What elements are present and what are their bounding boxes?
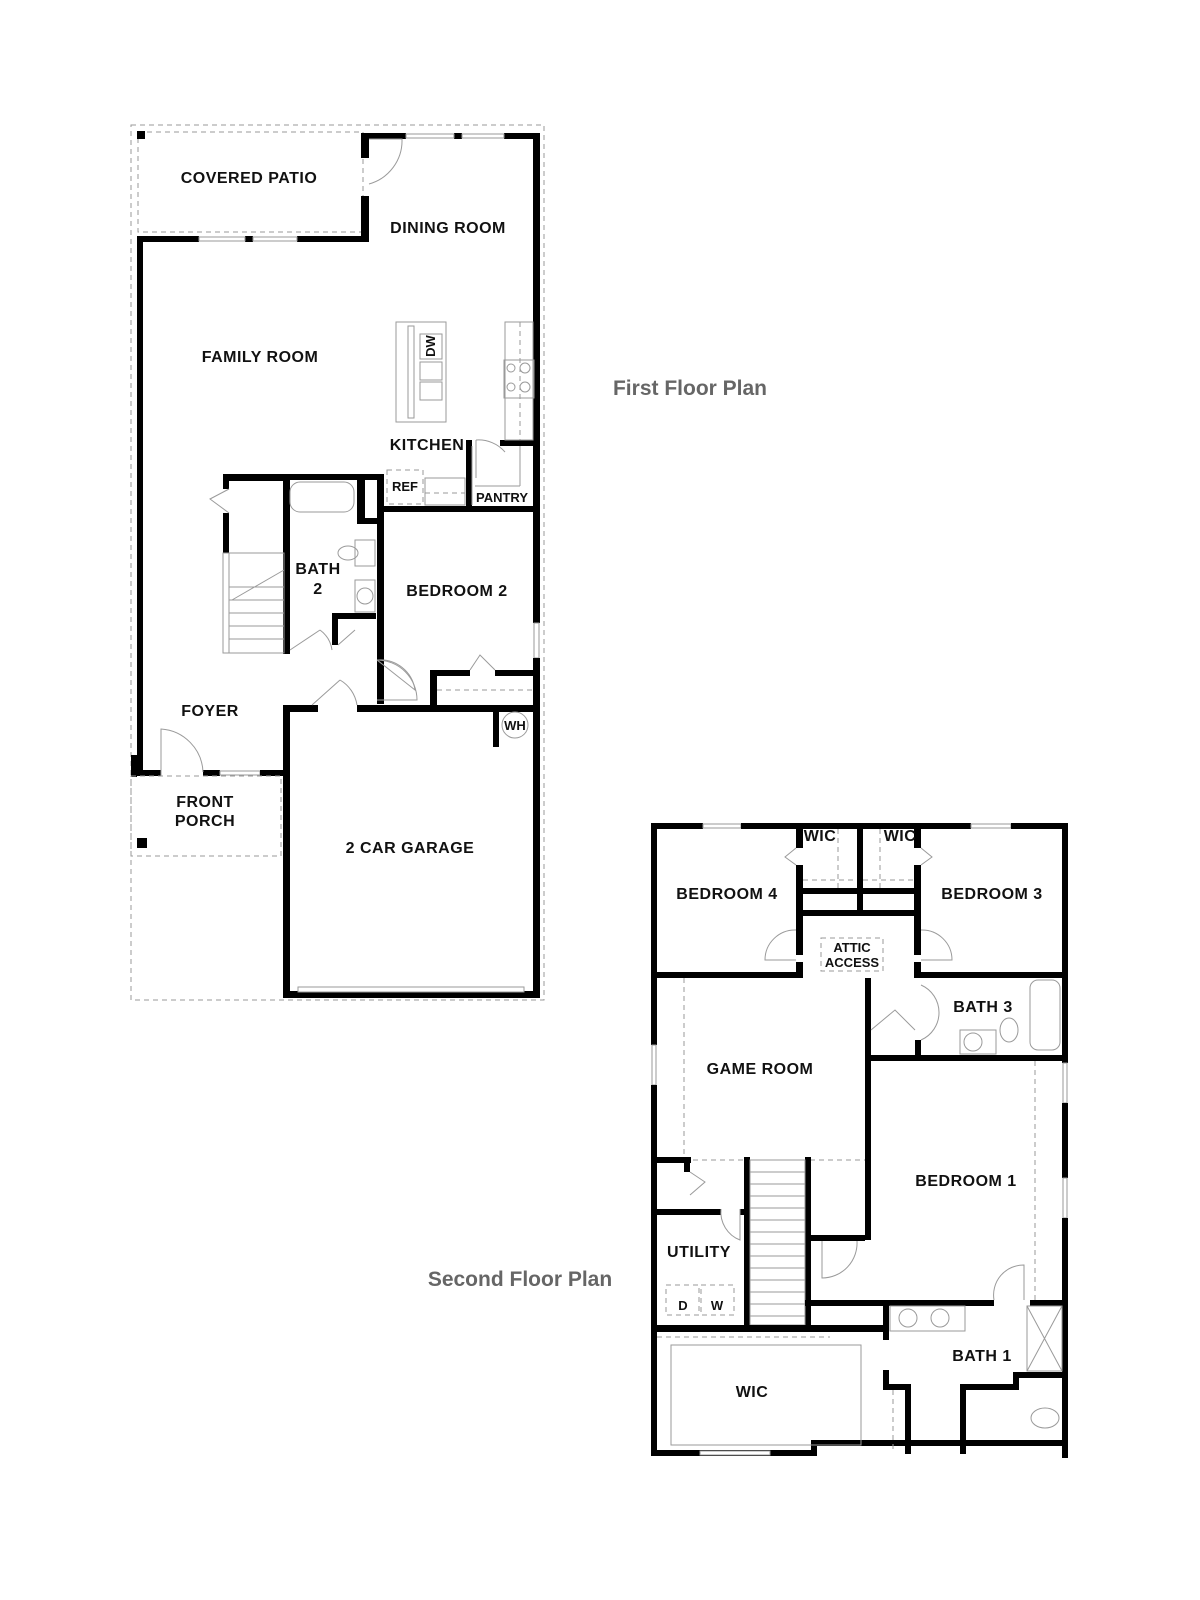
- label-ref: REF: [392, 479, 418, 494]
- label-utility: UTILITY: [667, 1244, 731, 1261]
- label-washer: W: [711, 1298, 724, 1313]
- bedroom2-closet-door[interactable]: [469, 654, 496, 671]
- label-bedroom4: BEDROOM 4: [676, 886, 777, 903]
- label-game-room: GAME ROOM: [707, 1061, 814, 1078]
- bedroom4-door[interactable]: [764, 929, 797, 961]
- window: [651, 1044, 657, 1086]
- closet-door-utility[interactable]: [689, 1171, 706, 1196]
- label-bath1: BATH 1: [952, 1348, 1012, 1365]
- patio-door-swing[interactable]: [368, 138, 403, 185]
- label-foyer: FOYER: [181, 703, 239, 720]
- label-covered-patio: COVERED PATIO: [181, 170, 318, 187]
- label-wh: WH: [504, 718, 526, 733]
- bathtub: [289, 481, 355, 513]
- label-bath2-line2: 2: [313, 581, 322, 598]
- vanity: [354, 579, 376, 613]
- patio-post: [137, 131, 145, 139]
- label-family-room: FAMILY ROOM: [202, 349, 319, 366]
- label-front-porch-line1: FRONT: [176, 794, 234, 811]
- linen-door[interactable]: [870, 1009, 916, 1031]
- sink: [356, 587, 374, 605]
- window: [702, 823, 742, 829]
- window: [699, 1450, 771, 1456]
- bath3-tub: [1029, 979, 1061, 1051]
- label-bedroom3: BEDROOM 3: [941, 886, 1042, 903]
- dryer: [665, 1284, 700, 1316]
- toilet: [337, 545, 359, 561]
- utility-door[interactable]: [720, 1208, 741, 1241]
- label-bath2-line1: BATH: [295, 561, 340, 578]
- bath1-toilet: [1030, 1407, 1060, 1429]
- bath2-door[interactable]: [289, 629, 333, 651]
- label-dw: DW: [423, 334, 438, 356]
- window: [461, 133, 505, 139]
- sink-basin: [419, 381, 443, 401]
- bar-counter: [407, 325, 415, 419]
- label-kitchen: KITCHEN: [390, 437, 465, 454]
- bedroom2-door[interactable]: [376, 659, 418, 701]
- closet-door[interactable]: [209, 488, 230, 514]
- window: [1062, 1062, 1068, 1104]
- label-garage: 2 CAR GARAGE: [346, 840, 475, 857]
- garage-entry-door[interactable]: [311, 679, 358, 706]
- bedroom1-door[interactable]: [821, 1240, 858, 1279]
- bath3-door[interactable]: [920, 984, 940, 1041]
- shower: [1026, 1305, 1063, 1372]
- label-bedroom1: BEDROOM 1: [915, 1173, 1016, 1190]
- patio-outline: [137, 131, 364, 233]
- porch-post: [137, 838, 147, 848]
- sink-basin: [419, 361, 443, 381]
- window: [405, 133, 455, 139]
- stairs-up: [749, 1159, 806, 1326]
- window: [1062, 1177, 1068, 1219]
- label-dining-room: DINING ROOM: [390, 220, 506, 237]
- label-front-porch-line2: PORCH: [175, 813, 235, 830]
- label-bath3: BATH 3: [953, 999, 1013, 1016]
- wic-right-door[interactable]: [920, 847, 933, 866]
- counter: [504, 321, 534, 441]
- second-floor-plan: BEDROOM 4 WIC WIC BEDROOM 3 ATTIC ACCESS…: [651, 823, 1068, 1458]
- window: [198, 236, 246, 242]
- dishwasher: [419, 333, 443, 360]
- roof-outline: [130, 124, 545, 1001]
- label-bedroom2: BEDROOM 2: [406, 583, 507, 600]
- bath3-toilet: [999, 1017, 1019, 1043]
- label-wic-right: WIC: [884, 828, 917, 845]
- stairs: [228, 552, 285, 654]
- first-floor-plan: COVERED PATIO DINING ROOM FAMILY ROOM KI…: [130, 124, 545, 1001]
- bath3-vanity: [959, 1029, 997, 1055]
- double-vanity: [889, 1305, 966, 1332]
- kitchen-island: [395, 321, 447, 423]
- second-floor-title: Second Floor Plan: [428, 1268, 612, 1291]
- wic-left-door[interactable]: [784, 847, 797, 866]
- range: [503, 359, 535, 399]
- label-dryer: D: [678, 1298, 687, 1313]
- water-heater: [501, 711, 529, 739]
- bath1-door[interactable]: [993, 1264, 1025, 1301]
- window: [970, 823, 1012, 829]
- label-pantry: PANTRY: [476, 490, 528, 505]
- window: [252, 236, 298, 242]
- label-wic-left: WIC: [804, 828, 837, 845]
- porch-outline: [130, 775, 282, 857]
- attic-access-hatch[interactable]: [820, 937, 884, 972]
- washer: [700, 1284, 735, 1316]
- window: [219, 770, 261, 776]
- label-attic-line1: ATTIC: [833, 940, 871, 955]
- first-floor-title: First Floor Plan: [613, 377, 767, 400]
- garage-door[interactable]: [297, 986, 525, 993]
- window: [533, 622, 540, 659]
- front-door-swing[interactable]: [160, 728, 204, 776]
- bedroom3-door[interactable]: [920, 929, 953, 961]
- label-attic-line2: ACCESS: [825, 955, 880, 970]
- pantry-door[interactable]: [475, 439, 506, 478]
- label-wic-master: WIC: [736, 1384, 769, 1401]
- refrigerator: [386, 469, 424, 505]
- closet-door-2[interactable]: [337, 629, 416, 692]
